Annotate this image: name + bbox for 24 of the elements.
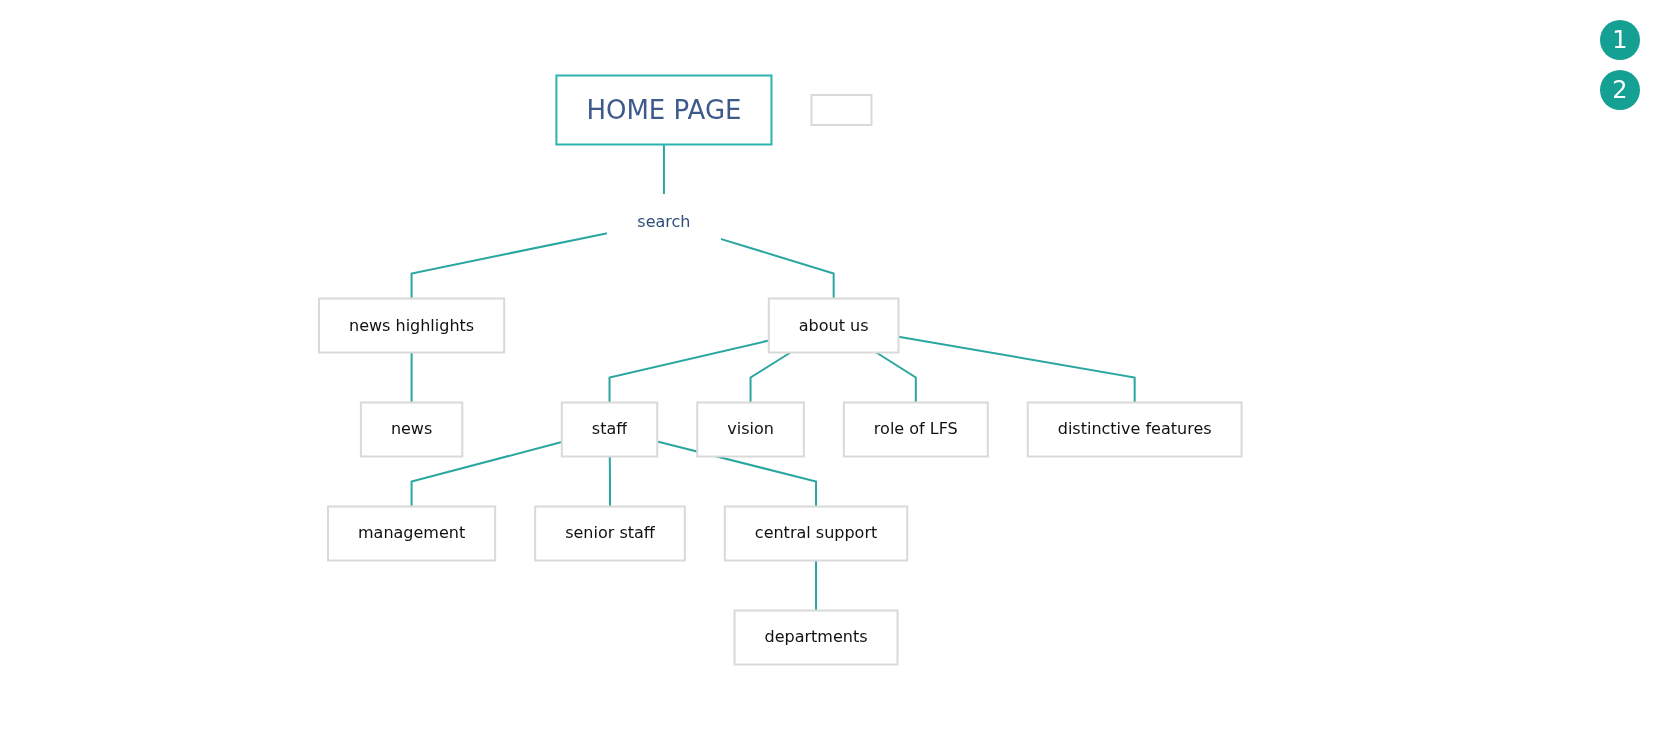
node-box: management xyxy=(326,505,496,562)
node-box: staff xyxy=(560,401,658,458)
node-box xyxy=(810,94,873,126)
node-box: news xyxy=(359,401,463,458)
connector xyxy=(410,351,413,404)
connector xyxy=(719,237,835,300)
connector xyxy=(749,351,792,404)
node-box: HOME PAGE xyxy=(555,74,773,146)
node-box: distinctive features xyxy=(1026,401,1243,458)
connector xyxy=(662,143,665,196)
connector xyxy=(410,232,609,300)
connector xyxy=(814,559,817,612)
node-box: vision xyxy=(695,401,805,458)
node-box: central support xyxy=(723,505,908,562)
connector xyxy=(608,455,611,508)
callout-number: 1 xyxy=(1600,20,1640,60)
node-box: departments xyxy=(733,609,899,666)
node-box: senior staff xyxy=(533,505,686,562)
node-text: search xyxy=(637,211,691,231)
node-box: role of LFS xyxy=(842,401,989,458)
callout-number: 2 xyxy=(1600,70,1640,110)
node-box: news highlights xyxy=(317,297,505,354)
connector xyxy=(875,351,917,404)
node-box: about us xyxy=(767,297,900,354)
